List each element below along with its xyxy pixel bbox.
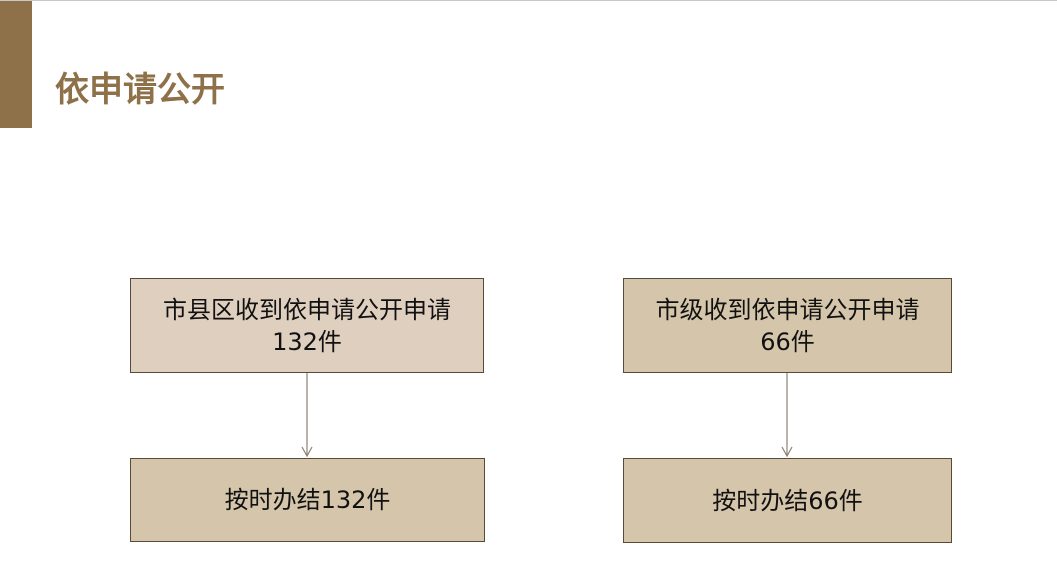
left-top-box-line2: 132件 xyxy=(272,327,342,356)
top-divider xyxy=(0,0,1057,1)
title-accent-bar xyxy=(0,1,32,128)
left-connector-arrow xyxy=(301,373,313,458)
left-bottom-box: 按时办结132件 xyxy=(130,458,485,542)
left-bottom-box-text: 按时办结132件 xyxy=(224,486,391,514)
right-top-box-line1: 市级收到依申请公开申请 xyxy=(655,295,920,324)
right-connector-arrow xyxy=(781,373,793,458)
right-bottom-box: 按时办结66件 xyxy=(623,458,952,543)
left-top-box: 市县区收到依申请公开申请 132件 xyxy=(130,278,484,373)
right-top-box-line2: 66件 xyxy=(760,327,815,356)
left-top-box-line1: 市县区收到依申请公开申请 xyxy=(163,295,451,324)
page-title: 依申请公开 xyxy=(55,70,225,110)
right-top-box: 市级收到依申请公开申请 66件 xyxy=(623,278,952,373)
right-bottom-box-text: 按时办结66件 xyxy=(712,486,863,515)
